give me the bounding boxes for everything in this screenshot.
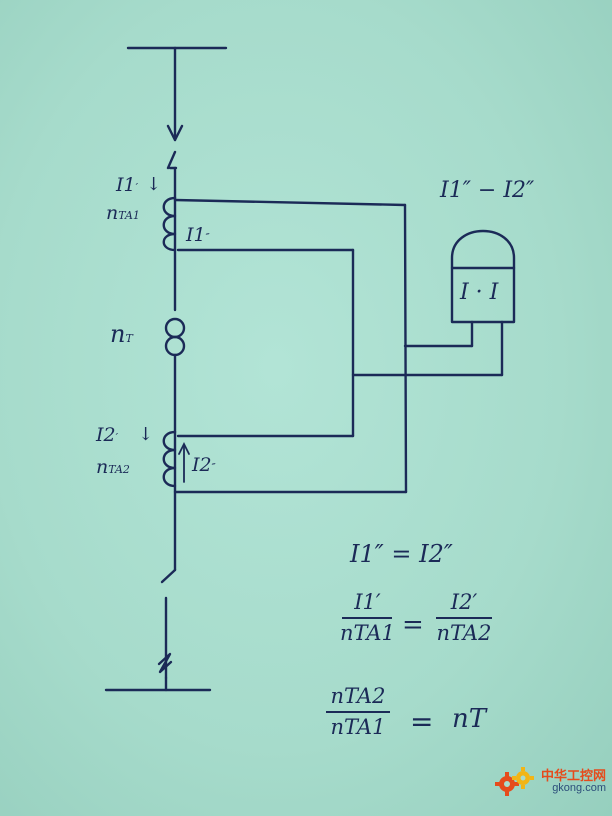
transformer-winding-lower [164,335,186,357]
label-i1-secondary: I1″ [186,224,210,246]
label-nta2: nTA2 [96,456,130,478]
label-nt: nT [110,320,133,348]
arrow-down-small-icon: ↓ [146,174,162,195]
label-i2-secondary: I2″ [192,454,216,476]
arrow-down-small-icon-2: ↓ [138,424,154,445]
eq2-right-denominator: nTA2 [436,621,492,645]
eq2-left-denominator: nTA1 [340,621,395,645]
eq2-right-numerator: I2′ [450,590,478,614]
equation-3-equals: = [410,705,434,738]
equation-1: I1″ = I2″ [350,540,453,568]
label-nta1: nTA1 [106,202,140,224]
outer-return-wire [403,203,408,494]
differential-relay-body [450,229,516,324]
label-i1-primary: I1′ [116,174,139,196]
ta1-outer-wire-top [173,198,407,207]
watermark: 中华工控网 gkong.com [493,762,606,802]
ta1-coil [162,196,177,252]
equation-3-fraction: nTA2 nTA1 [326,686,390,738]
current-arrow-down-icon [166,124,184,142]
bottom-break-symbol [157,652,173,674]
label-i2-primary: I2′ [96,424,119,446]
current-arrow-up-icon [178,441,190,455]
bottom-switch [160,568,177,584]
eq3-numerator: nTA2 [330,684,386,708]
top-switch [166,150,177,170]
relay-body-label: I · I [460,280,499,305]
equation-2-left-fraction: I1′ nTA1 [340,592,395,644]
eq2-left-numerator: I1′ [354,590,381,614]
eq3-bar [326,711,390,713]
gear-logo-icon [494,767,534,796]
equation-3-right: nT [452,704,487,734]
watermark-chinese-text: 中华工控网 [540,768,606,784]
equation-2-right-fraction: I2′ nTA2 [436,592,492,644]
eq2-left-bar [342,617,393,619]
equation-2-equals: = [402,610,424,640]
eq2-right-bar [436,617,492,619]
eq3-denominator: nTA1 [330,715,386,739]
watermark-url: gkong.com [552,782,606,795]
transformer-winding-upper [164,317,186,339]
relay-top-label: I1″ − I2″ [440,178,535,203]
ta2-coil [162,430,177,488]
